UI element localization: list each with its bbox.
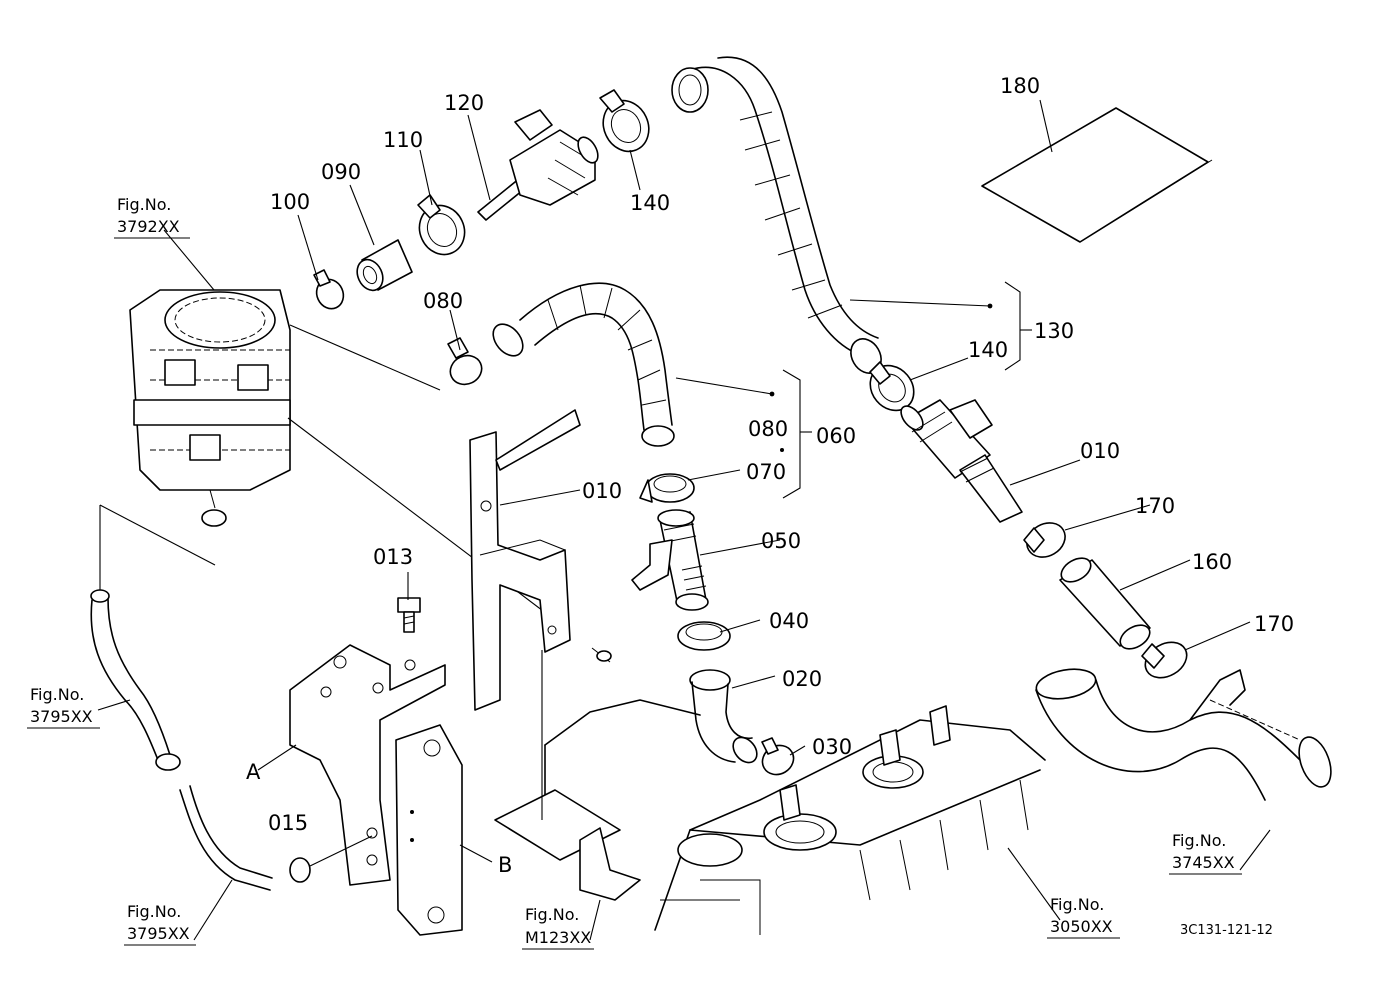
label-130: 130 xyxy=(1034,319,1074,343)
svg-text:Fig.No.: Fig.No. xyxy=(127,902,181,921)
svg-text:Fig.No.: Fig.No. xyxy=(1172,831,1226,850)
fig-ref-3795-lower: Fig.No. 3795XX xyxy=(124,902,196,946)
part-140-clamp-right xyxy=(869,361,915,412)
part-060-hose xyxy=(492,282,784,452)
svg-text:Fig.No.: Fig.No. xyxy=(30,685,84,704)
part-020-elbow-hose xyxy=(689,669,758,764)
drawing-code: 3C131-121-12 xyxy=(1180,923,1273,938)
part-130-long-hose xyxy=(671,56,993,374)
fig-ref-3795-upper: Fig.No. 3795XX xyxy=(27,685,100,729)
label-160: 160 xyxy=(1192,550,1232,574)
part-140-clamp-top xyxy=(599,89,650,153)
plate-B xyxy=(395,724,463,936)
label-180: 180 xyxy=(1000,74,1040,98)
label-140-right: 140 xyxy=(968,338,1008,362)
svg-text:Fig.No.: Fig.No. xyxy=(117,195,171,214)
part-120-valve xyxy=(477,109,599,221)
part-010-bracket xyxy=(469,409,612,711)
part-170-clamp-upper xyxy=(1023,522,1066,558)
leader-lines xyxy=(97,114,1271,941)
part-150-valve xyxy=(900,399,1023,523)
svg-text:3050XX: 3050XX xyxy=(1050,917,1113,936)
bracket-A xyxy=(289,644,446,886)
part-050-connector xyxy=(631,509,709,611)
part-170-clamp-lower xyxy=(1141,641,1188,679)
label-040: 040 xyxy=(769,609,809,633)
svg-text:M123XX: M123XX xyxy=(525,928,591,947)
part-040-clamp xyxy=(677,621,731,651)
part-100-clamp xyxy=(313,269,345,310)
part-labels: 180 120 110 090 100 140 080 130 140 080 … xyxy=(246,74,1294,877)
figure-refs: Fig.No. 3792XX Fig.No. 3795XX Fig.No. 37… xyxy=(27,195,1242,950)
bracket-130 xyxy=(1004,281,1021,371)
breather-hose-3795 xyxy=(90,504,273,891)
part-015-bolt xyxy=(289,835,373,883)
svg-text:Fig.No.: Fig.No. xyxy=(1050,895,1104,914)
part-110-clamp xyxy=(417,194,466,256)
part-013-bolt xyxy=(397,597,421,633)
part-180-sheet xyxy=(981,99,1213,243)
label-B: B xyxy=(498,853,512,877)
fig-ref-M123: Fig.No. M123XX xyxy=(522,905,594,950)
svg-text:3792XX: 3792XX xyxy=(117,217,180,236)
label-080-top: 080 xyxy=(423,289,463,313)
label-140-top: 140 xyxy=(630,191,670,215)
fig-ref-3792: Fig.No. 3792XX xyxy=(114,195,190,239)
engine-block-3050 xyxy=(494,699,1061,935)
intake-pipe-3745 xyxy=(1035,668,1332,801)
fig-ref-3745: Fig.No. 3745XX xyxy=(1169,831,1242,875)
label-060: 060 xyxy=(816,424,856,448)
label-020: 020 xyxy=(782,667,822,691)
label-110: 110 xyxy=(383,128,423,152)
label-015: 015 xyxy=(268,811,308,835)
label-150: 010 xyxy=(1080,439,1120,463)
part-090-tube xyxy=(356,239,413,292)
label-A: A xyxy=(246,760,261,784)
svg-text:Fig.No.: Fig.No. xyxy=(525,905,579,924)
label-030: 030 xyxy=(812,735,852,759)
label-050: 050 xyxy=(761,529,801,553)
label-080-mid: 080 xyxy=(748,417,788,441)
oil-separator-3792 xyxy=(129,289,556,621)
part-070-clamp xyxy=(639,473,695,503)
label-120: 120 xyxy=(444,91,484,115)
label-170-upper: 170 xyxy=(1135,494,1175,518)
label-013: 013 xyxy=(373,545,413,569)
fig-ref-3050: Fig.No. 3050XX xyxy=(1047,895,1120,939)
part-160-tube xyxy=(1059,557,1151,650)
label-100: 100 xyxy=(270,190,310,214)
svg-text:3795XX: 3795XX xyxy=(30,707,93,726)
bracket-060 xyxy=(782,369,801,499)
part-080-clamp xyxy=(447,337,483,386)
part-030-clamp xyxy=(761,737,795,776)
svg-text:3795XX: 3795XX xyxy=(127,924,190,943)
label-070: 070 xyxy=(746,460,786,484)
svg-text:3745XX: 3745XX xyxy=(1172,853,1235,872)
label-010: 010 xyxy=(582,479,622,503)
label-090: 090 xyxy=(321,160,361,184)
label-170-lower: 170 xyxy=(1254,612,1294,636)
